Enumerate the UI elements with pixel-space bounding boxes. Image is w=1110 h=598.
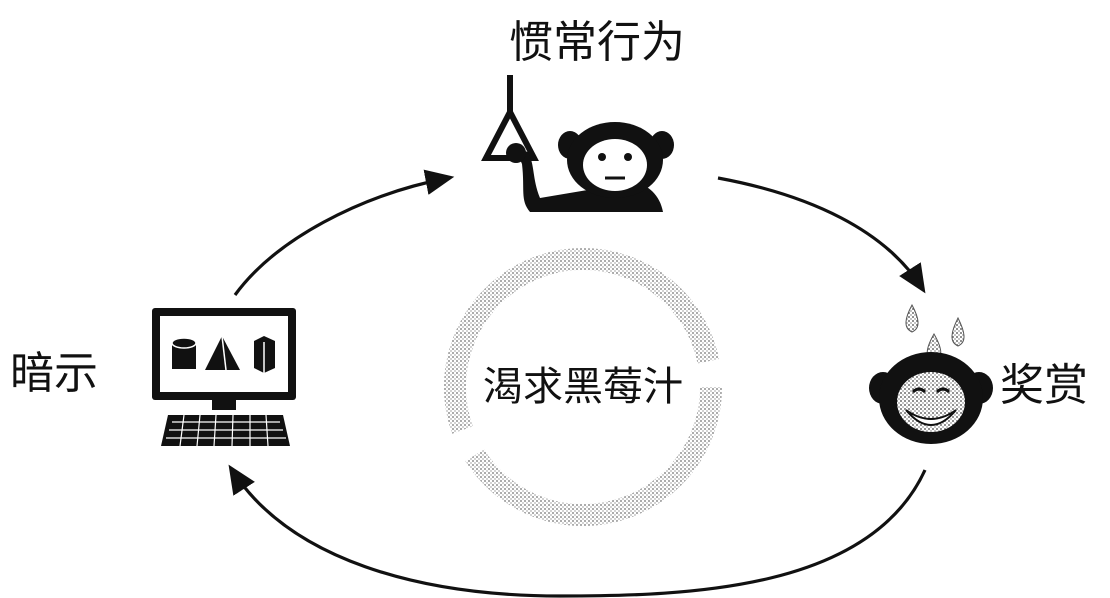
monkey-with-juice-drops-icon [869,303,993,444]
arrow-reward-to-cue [228,464,927,598]
arrow-habit-to-reward [717,176,926,294]
craving-label: 渴求黑莓汁 [483,364,683,410]
reward-label: 奖赏 [1000,360,1088,411]
arrow-cue-to-habit [233,169,455,296]
monkey-pulling-lever-icon [481,75,674,212]
craving-ring [444,248,722,526]
computer-monitor-with-shapes-icon [152,308,296,447]
habit-label: 惯常行为 [509,17,685,68]
cue-label: 暗示 [10,348,98,399]
